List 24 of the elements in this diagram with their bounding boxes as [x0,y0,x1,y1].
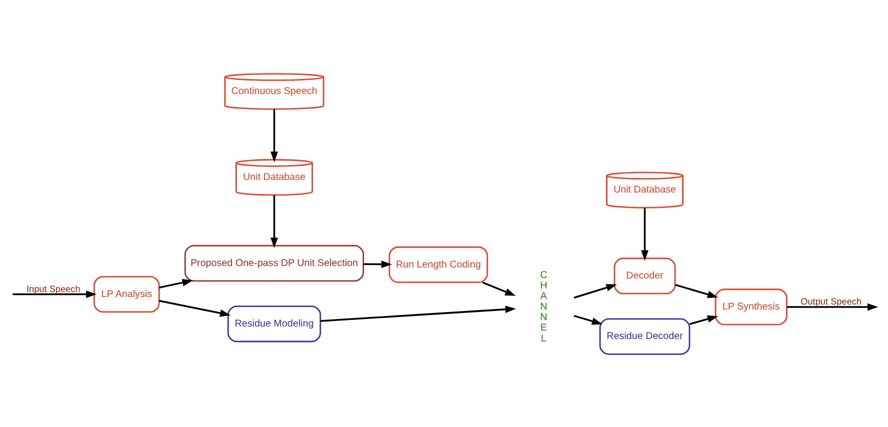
arrow [482,281,516,296]
arrow [574,314,603,324]
arrow [574,284,617,298]
node-box: LP Analysis [94,276,160,312]
node-box: Residue Modeling [227,305,322,342]
node-box: Decoder [614,257,676,294]
node-box: Residue Decoder [599,318,690,354]
arrow [158,299,231,316]
arrow [675,283,718,298]
arrow [270,108,278,162]
arrow [786,302,878,310]
node-box: Proposed One-pass DP Unit Selection [184,244,364,282]
arrow [320,305,516,322]
edge-label: Input Speech [26,283,80,294]
node-box: Run Length Coding [388,246,488,283]
node-box: LP Synthesis [714,288,788,325]
arrow [12,290,97,298]
arrow [270,194,278,248]
arrow [689,314,718,324]
node-text: CHANNEL [540,269,548,344]
arrow [363,260,392,268]
arrow [641,207,648,260]
edge-label: Output Speech [800,296,862,306]
arrow [158,278,193,288]
